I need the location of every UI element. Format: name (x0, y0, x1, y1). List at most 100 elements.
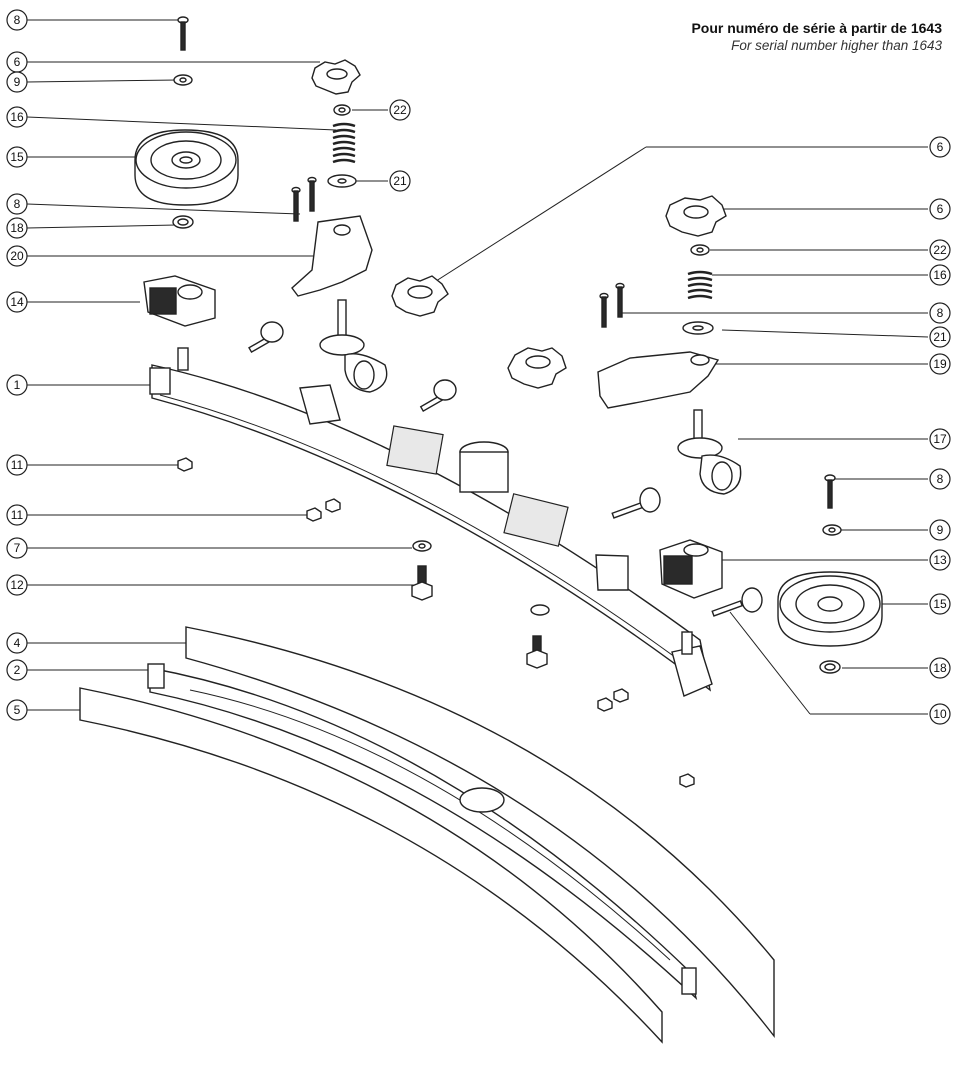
svg-text:5: 5 (14, 703, 21, 717)
callout-21-left: 21 (389, 170, 411, 192)
callout-21-right: 21 (929, 326, 951, 348)
svg-text:17: 17 (933, 432, 947, 446)
svg-text:1: 1 (14, 378, 21, 392)
nut-11-b1 (306, 507, 322, 522)
blade-frame-2 (147, 663, 698, 1001)
svg-text:6: 6 (937, 140, 944, 154)
callout-15-right: 15 (929, 593, 951, 615)
svg-text:22: 22 (933, 243, 947, 257)
callout-9-left: 9 (6, 71, 28, 93)
washer-21-left (327, 174, 357, 188)
svg-text:11: 11 (11, 458, 24, 472)
bracket-19 (597, 351, 720, 409)
caster-wheel-right (677, 409, 742, 495)
svg-text:15: 15 (10, 150, 24, 164)
bolt-8-top (177, 16, 189, 51)
bolts-8-pair-left (291, 176, 317, 222)
callout-11-b: 11 (6, 504, 28, 526)
callout-22-right: 22 (929, 239, 951, 261)
callout-8-left: 8 (6, 193, 28, 215)
leader-lines (26, 19, 929, 715)
callout-1: 1 (6, 374, 28, 396)
nut-11-a (177, 457, 193, 472)
header-title-fr: Pour numéro de série à partir de 1643 (691, 20, 942, 36)
star-knob-6-right (665, 195, 727, 237)
washer-9-right (822, 524, 842, 536)
callout-8-lower-right: 8 (929, 468, 951, 490)
nut-11-c2 (613, 688, 629, 703)
svg-text:9: 9 (937, 523, 944, 537)
callout-18-right: 18 (929, 657, 951, 679)
callout-9-right: 9 (929, 519, 951, 541)
callout-5: 5 (6, 699, 28, 721)
bracket-20 (291, 215, 373, 297)
blade-strip-5 (79, 687, 663, 1044)
callout-7: 7 (6, 537, 28, 559)
star-knob-6-lower (507, 347, 567, 389)
svg-text:21: 21 (933, 330, 947, 344)
bolt-8-lower-right (824, 474, 836, 509)
wheel-15-left (134, 129, 239, 206)
svg-text:6: 6 (937, 202, 944, 216)
pin-10-center (419, 379, 457, 413)
svg-text:7: 7 (14, 541, 21, 555)
callout-10: 10 (929, 703, 951, 725)
callout-17: 17 (929, 428, 951, 450)
callout-8-top: 8 (6, 9, 28, 31)
callout-6-left: 6 (6, 51, 28, 73)
blade-strip-4 (185, 626, 775, 1039)
callout-12: 12 (6, 574, 28, 596)
svg-text:4: 4 (14, 636, 21, 650)
washer-9-left (173, 74, 193, 86)
svg-text:12: 12 (10, 578, 24, 592)
pin-10-middle (611, 487, 661, 519)
hex-bolt-12 (411, 565, 548, 669)
svg-text:18: 18 (933, 661, 947, 675)
callout-15-left: 15 (6, 146, 28, 168)
callout-8-right: 8 (929, 302, 951, 324)
caster-wheel-left (319, 299, 388, 393)
diagram-header: Pour numéro de série à partir de 1643 Fo… (691, 20, 942, 53)
svg-text:15: 15 (933, 597, 947, 611)
clamp-14 (143, 275, 216, 327)
callout-11-a: 11 (6, 454, 28, 476)
callout-6-mid: 6 (929, 136, 951, 158)
svg-text:16: 16 (933, 268, 947, 282)
callout-16-right: 16 (929, 264, 951, 286)
callout-2: 2 (6, 659, 28, 681)
callout-18-left: 18 (6, 217, 28, 239)
star-knob-6-top (311, 59, 361, 95)
callout-4: 4 (6, 632, 28, 654)
svg-text:10: 10 (933, 707, 947, 721)
nut-11-b2 (325, 498, 341, 513)
wheel-15-right (777, 571, 883, 647)
svg-text:2: 2 (14, 663, 21, 677)
svg-text:21: 21 (393, 174, 407, 188)
star-knob-6-middle (391, 275, 449, 317)
callout-20: 20 (6, 245, 28, 267)
svg-text:13: 13 (933, 553, 947, 567)
svg-text:8: 8 (937, 472, 944, 486)
svg-text:19: 19 (933, 357, 947, 371)
callout-13: 13 (929, 549, 951, 571)
nut-11-d (679, 773, 695, 788)
svg-text:20: 20 (10, 249, 24, 263)
callout-19: 19 (929, 353, 951, 375)
svg-text:18: 18 (10, 221, 24, 235)
svg-text:22: 22 (393, 103, 407, 117)
callout-6-right: 6 (929, 198, 951, 220)
washer-22-right (690, 244, 710, 256)
washer-21-right (682, 321, 714, 335)
svg-text:8: 8 (937, 306, 944, 320)
nut-11-c1 (597, 697, 613, 712)
callout-22-left: 22 (389, 99, 411, 121)
callout-16-left: 16 (6, 106, 28, 128)
washer-18-left (172, 215, 194, 229)
bolts-8-pair-right (599, 282, 625, 328)
svg-text:8: 8 (14, 13, 21, 27)
svg-text:16: 16 (10, 110, 24, 124)
spring-16-left (332, 122, 356, 164)
spring-16-right (687, 270, 713, 300)
svg-text:6: 6 (14, 55, 21, 69)
